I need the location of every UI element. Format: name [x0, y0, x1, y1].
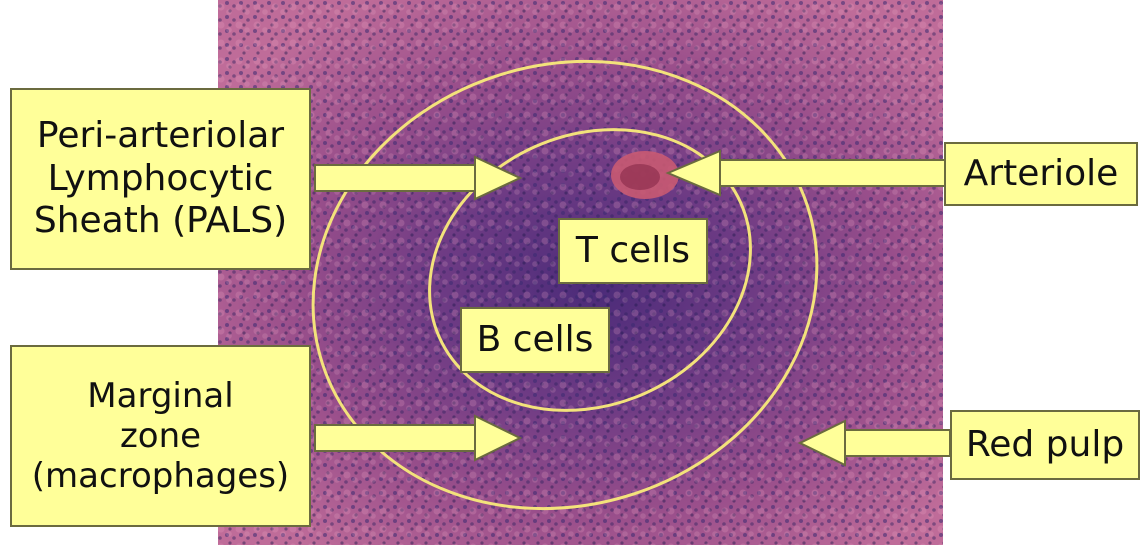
pals-label: Peri-arteriolar Lymphocytic Sheath (PALS… [10, 88, 311, 270]
b-cells-label: B cells [460, 307, 610, 373]
pals-line-3: Sheath (PALS) [34, 200, 287, 242]
arteriole-label: Arteriole [944, 142, 1138, 206]
marginal-line-1: Marginal [87, 376, 233, 416]
arteriole-shape [611, 151, 679, 199]
pals-line-1: Peri-arteriolar [37, 115, 284, 157]
pals-line-2: Lymphocytic [48, 158, 274, 200]
marginal-zone-label: Marginal zone (macrophages) [10, 345, 311, 527]
marginal-line-2: zone [120, 416, 201, 456]
t-cells-label: T cells [558, 218, 708, 284]
red-pulp-label: Red pulp [950, 410, 1140, 480]
marginal-line-3: (macrophages) [32, 456, 289, 496]
